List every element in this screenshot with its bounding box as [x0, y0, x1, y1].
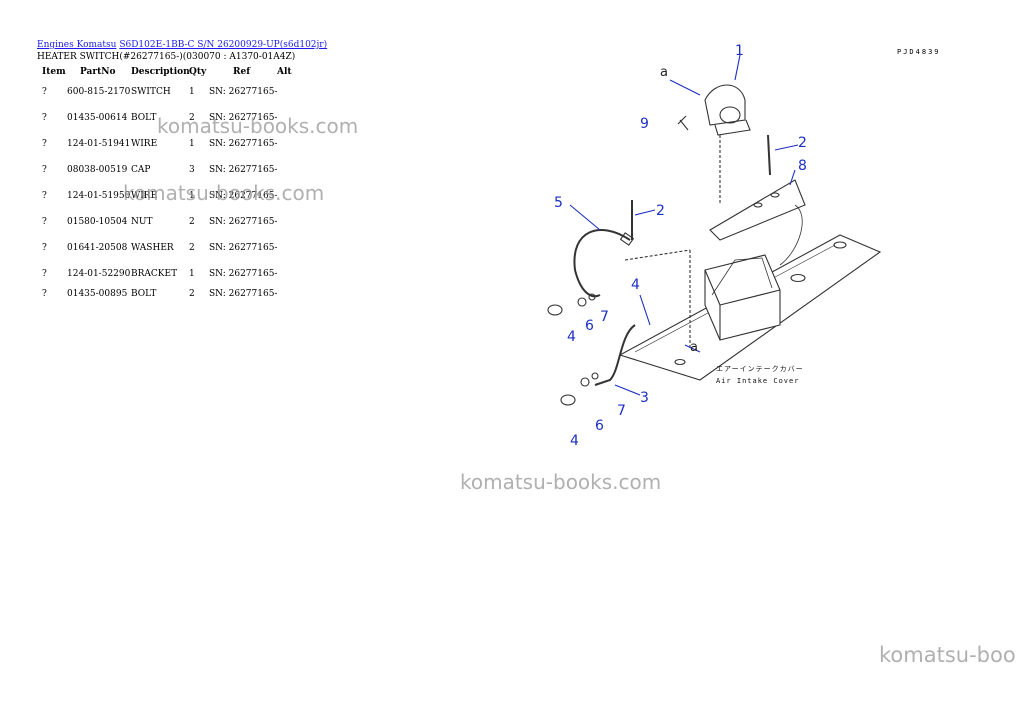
callout-4b: 4: [567, 329, 576, 345]
cell-description: BOLT: [131, 289, 157, 299]
header-description: Description: [131, 67, 190, 77]
cell-ref: SN: 26277165-: [209, 87, 278, 97]
cell-partno: 124-01-51950: [67, 191, 131, 201]
cell-item: ?: [42, 243, 47, 253]
cell-partno: 124-01-52290: [67, 269, 131, 279]
cell-description: WASHER: [131, 243, 174, 253]
cell-partno: 01435-00895: [67, 289, 128, 299]
breadcrumb-link-model[interactable]: S6D102E-1BB-C S/N 26200929-UP(s6d102jr): [119, 40, 328, 50]
cell-qty: 2: [189, 217, 195, 227]
callout-2b: 2: [656, 203, 665, 219]
watermark-3: komatsu-books.com: [460, 470, 662, 494]
callout-6a: 6: [585, 318, 594, 334]
header-item: Item: [42, 67, 66, 77]
cell-qty: 1: [189, 87, 195, 97]
cell-description: SWITCH: [131, 87, 171, 97]
cell-partno: 01641-20508: [67, 243, 128, 253]
cell-ref: SN: 26277165-: [209, 191, 278, 201]
watermark-4: komatsu-boo: [879, 643, 1016, 667]
cell-partno: 08038-00519: [67, 165, 128, 175]
cell-qty: 1: [189, 191, 195, 201]
callout-7b: 7: [617, 403, 626, 419]
cell-item: ?: [42, 269, 47, 279]
cell-ref: SN: 26277165-: [209, 289, 278, 299]
breadcrumb: Engines Komatsu S6D102E-1BB-C S/N 262009…: [37, 40, 327, 51]
callout-4c: 4: [570, 433, 579, 449]
cell-description: NUT: [131, 217, 153, 227]
cell-qty: 2: [189, 243, 195, 253]
callout-7a: 7: [600, 309, 609, 325]
callout-4a: 4: [631, 277, 640, 293]
cell-qty: 2: [189, 113, 195, 123]
cell-item: ?: [42, 191, 47, 201]
cell-partno: 01435-00614: [67, 113, 128, 123]
callout-8: 8: [798, 158, 807, 174]
header-ref: Ref: [233, 67, 251, 77]
watermark-1: komatsu-books.com: [157, 114, 359, 138]
cell-ref: SN: 26277165-: [209, 139, 278, 149]
callout-1: 1: [735, 43, 744, 59]
header-partno: PartNo: [80, 67, 116, 77]
cell-ref: SN: 26277165-: [209, 165, 278, 175]
callout-3: 3: [640, 390, 649, 406]
header-qty: Qty: [189, 67, 207, 77]
drawing-code: PJD4839: [897, 48, 941, 56]
note-en: Air Intake Cover: [716, 377, 800, 385]
label-a-top: a: [660, 65, 668, 80]
cell-partno: 124-01-51941: [67, 139, 131, 149]
cell-qty: 2: [189, 289, 195, 299]
cell-item: ?: [42, 289, 47, 299]
cell-ref: SN: 26277165-: [209, 269, 278, 279]
cell-qty: 3: [189, 165, 195, 175]
cell-partno: 600-815-2170: [67, 87, 131, 97]
cell-qty: 1: [189, 269, 195, 279]
page-title: HEATER SWITCH(#26277165-)(030070 : A1370…: [37, 52, 296, 62]
callout-5: 5: [554, 195, 563, 211]
breadcrumb-link-engines[interactable]: Engines Komatsu: [37, 40, 117, 50]
cell-description: WIRE: [131, 139, 158, 149]
cell-description: BOLT: [131, 113, 157, 123]
label-a-bottom: a: [690, 340, 698, 355]
cell-item: ?: [42, 87, 47, 97]
callout-9: 9: [640, 116, 649, 132]
header-alt: Alt: [277, 67, 292, 77]
watermark-2: komatsu-books.com: [123, 181, 325, 205]
cell-description: CAP: [131, 165, 151, 175]
cell-ref: SN: 26277165-: [209, 217, 278, 227]
cell-ref: SN: 26277165-: [209, 243, 278, 253]
parts-drawing: [547, 54, 882, 406]
cell-description: BRACKET: [131, 269, 178, 279]
cell-item: ?: [42, 217, 47, 227]
callout-6b: 6: [595, 418, 604, 434]
cell-item: ?: [42, 113, 47, 123]
cell-qty: 1: [189, 139, 195, 149]
cell-partno: 01580-10504: [67, 217, 128, 227]
cell-ref: SN: 26277165-: [209, 113, 278, 123]
note-jp: エアーインテークカバー: [716, 365, 804, 373]
cell-item: ?: [42, 139, 47, 149]
callout-2a: 2: [798, 135, 807, 151]
cell-description: WIRE: [131, 191, 158, 201]
cell-item: ?: [42, 165, 47, 175]
